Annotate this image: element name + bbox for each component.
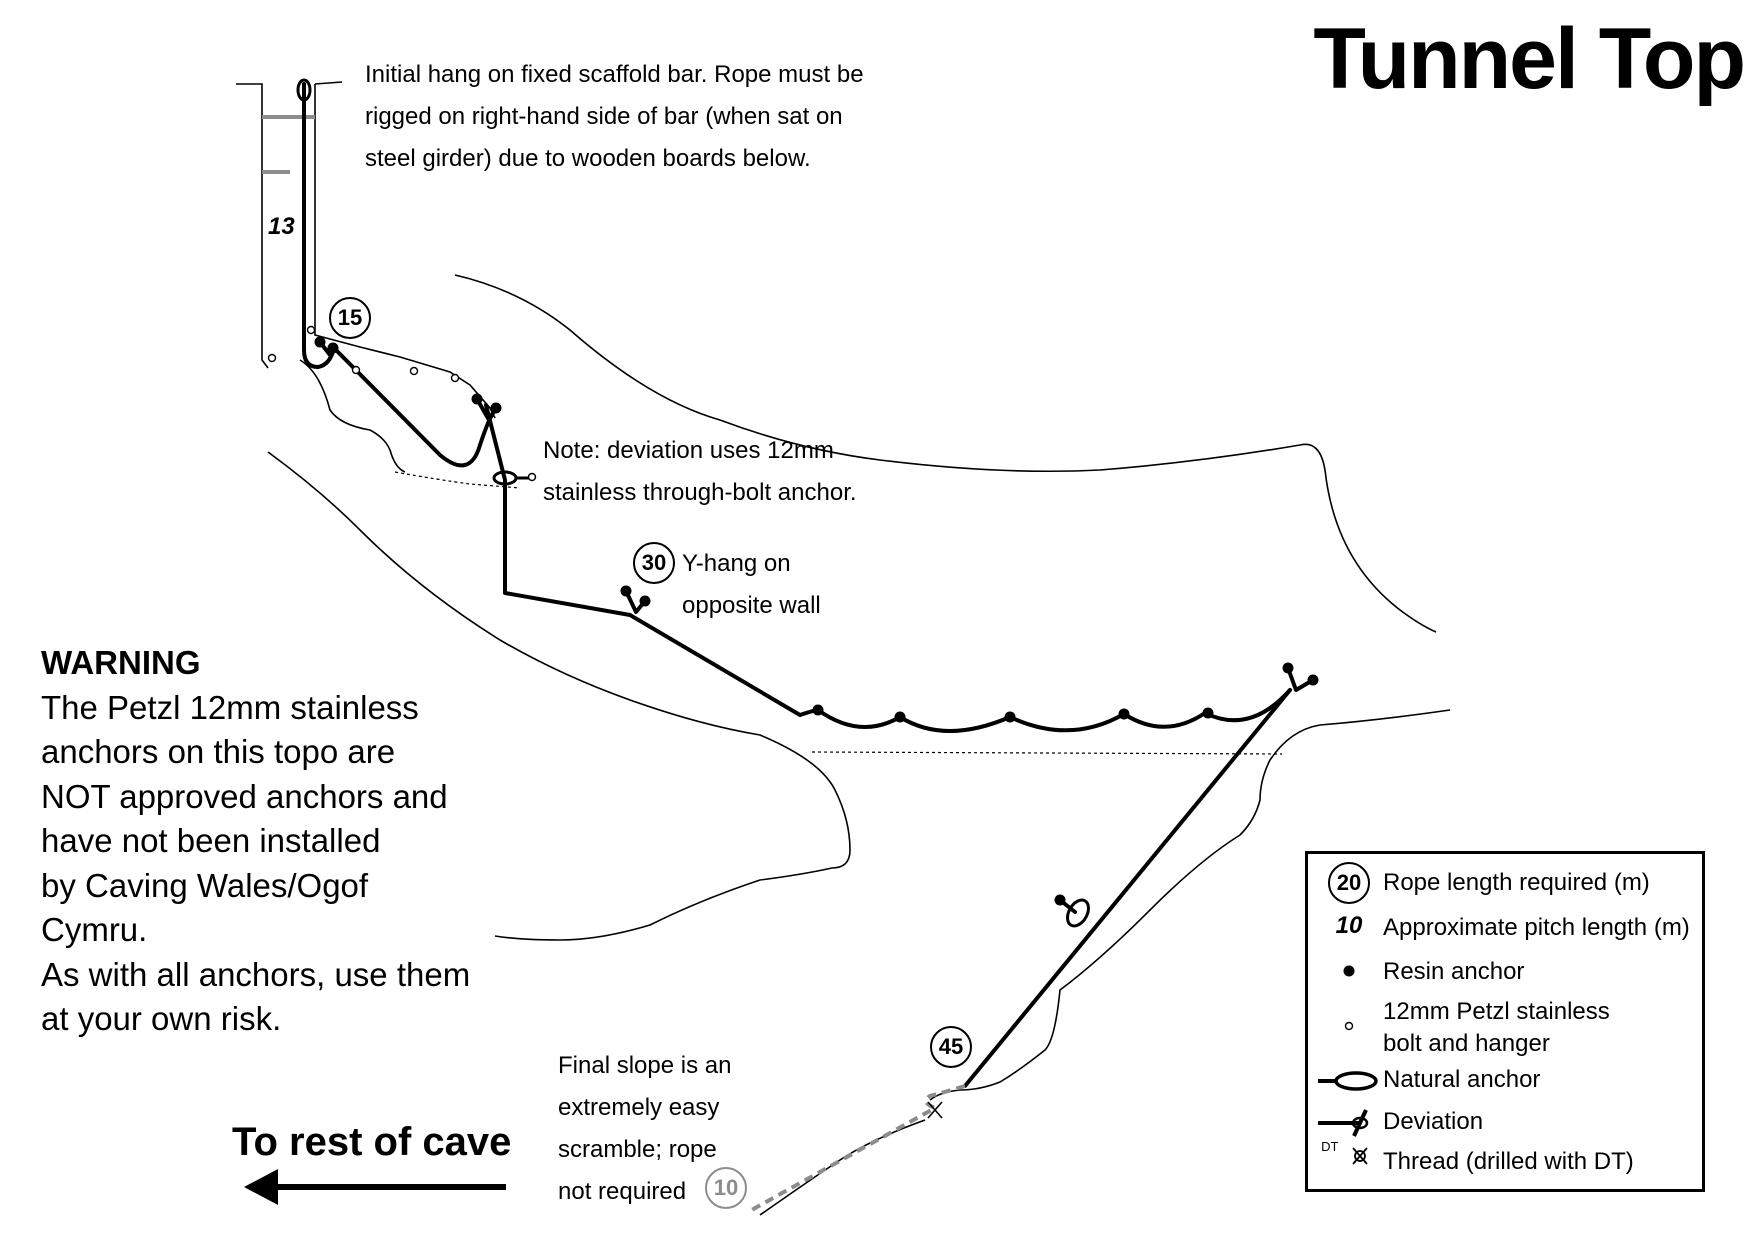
petzl-bolt xyxy=(409,366,419,376)
warning-line: The Petzl 12mm stainless xyxy=(41,688,419,726)
legend-rope-text: Rope length required (m) xyxy=(1383,869,1650,896)
note-line: Note: deviation uses 12mm xyxy=(543,437,834,464)
resin-anchor xyxy=(490,402,502,414)
petzl-bolt xyxy=(267,353,277,363)
no-rope-line xyxy=(747,1084,966,1214)
resin-anchor xyxy=(314,336,326,348)
warning-line: As with all anchors, use them xyxy=(41,955,471,993)
natural-anchor-lower xyxy=(1066,898,1090,928)
floor-edges xyxy=(394,471,1283,755)
resin-anchor xyxy=(620,585,632,597)
resin-anchor xyxy=(1004,711,1016,723)
warning-block: WARNING The Petzl 12mm stainless anchors… xyxy=(41,641,481,1042)
rope-deviation-drop xyxy=(484,403,632,617)
rope-traverse-y xyxy=(1286,666,1315,692)
resin-anchor xyxy=(1282,662,1294,674)
note-line: scramble; rope xyxy=(558,1136,717,1163)
petzl-bolt xyxy=(351,365,361,375)
thread-icon xyxy=(927,1101,943,1119)
upper-floor-edge xyxy=(394,471,521,489)
warning-line: NOT approved anchors and xyxy=(41,777,448,815)
legend-petzl-text-2: bolt and hanger xyxy=(1383,1030,1550,1057)
rope-length-30: 30 xyxy=(633,542,675,584)
rope-length-45: 45 xyxy=(930,1026,972,1068)
thread-icon xyxy=(1352,1147,1368,1165)
legend-pitch-example: 10 xyxy=(1335,912,1363,939)
rope-length-10: 10 xyxy=(705,1167,747,1209)
legend-natural-text: Natural anchor xyxy=(1383,1066,1541,1093)
note-y-hang: Y-hang on opposite wall xyxy=(682,543,821,627)
note-line: Initial hang on fixed scaffold bar. Rope… xyxy=(365,61,864,88)
rope-line xyxy=(302,82,1315,1088)
rope-ledge-to-deviation xyxy=(332,346,498,468)
legend-thread-text: Thread (drilled with DT) xyxy=(1383,1148,1634,1175)
slope-lower-wall xyxy=(759,1119,926,1216)
warning-line: anchors on this topo are xyxy=(41,733,396,770)
natural-anchors xyxy=(296,78,1090,928)
traverse-floor-edge xyxy=(811,751,1283,755)
note-line: Y-hang on xyxy=(682,550,791,577)
upper-right-wall xyxy=(454,274,1437,633)
note-line: not required xyxy=(558,1178,687,1205)
right-lower-wall xyxy=(929,709,1451,1101)
lower-left-wall xyxy=(267,451,851,941)
thread-dt-label: DT xyxy=(1321,1139,1339,1154)
resin-anchor xyxy=(1202,707,1214,719)
rope-to-traverse xyxy=(628,613,1292,733)
resin-anchor xyxy=(1118,708,1130,720)
legend-resin-text: Resin anchor xyxy=(1383,958,1525,985)
natural-anchor-icon xyxy=(1318,1071,1378,1091)
note-line: steel girder) due to wooden boards below… xyxy=(365,145,811,172)
resin-anchor xyxy=(327,342,339,354)
rope-shaft-drop xyxy=(302,82,336,369)
note-initial-hang: Initial hang on fixed scaffold bar. Rope… xyxy=(365,54,864,180)
ledge-under-wall xyxy=(299,359,406,473)
resin-anchor xyxy=(894,711,906,723)
warning-heading: WARNING xyxy=(41,644,201,681)
deviation-icon xyxy=(1318,1109,1369,1137)
final-slope-dashed xyxy=(747,1084,966,1214)
note-line: extremely easy xyxy=(558,1094,720,1121)
note-line: stainless through-bolt anchor. xyxy=(543,479,857,506)
note-line: Final slope is an xyxy=(558,1052,732,1079)
resin-anchor xyxy=(471,393,483,405)
shaft-left-wall xyxy=(236,83,269,369)
note-final-slope: Final slope is an extremely easy scrambl… xyxy=(558,1045,731,1213)
petzl-bolt xyxy=(527,472,537,482)
note-line: rigged on right-hand side of bar (when s… xyxy=(365,103,843,130)
warning-line: at your own risk. xyxy=(41,1000,282,1037)
natural-anchor-scaffold xyxy=(296,78,312,102)
rope-length-15: 15 xyxy=(329,297,371,339)
legend-rope-circle: 20 xyxy=(1328,862,1370,904)
to-rest-of-cave-label: To rest of cave xyxy=(232,1120,512,1164)
page-title: Tunnel Top xyxy=(1313,11,1746,107)
petzl-bolt xyxy=(306,325,316,335)
legend-petzl-text-1: 12mm Petzl stainless xyxy=(1383,998,1610,1025)
petzl-bolt-icon xyxy=(1344,1021,1354,1031)
petzl-bolts xyxy=(267,325,537,482)
warning-line: have not been installed xyxy=(41,822,381,859)
note-deviation: Note: deviation uses 12mm stainless thro… xyxy=(543,430,857,514)
cave-walls xyxy=(236,81,1451,1216)
resin-anchors xyxy=(314,336,1319,906)
warning-line: by Caving Wales/Ogof xyxy=(41,866,369,904)
thread-anchor xyxy=(927,1101,943,1119)
arrow-left-icon xyxy=(244,1169,506,1205)
note-line: opposite wall xyxy=(682,592,821,619)
legend: 20 Rope length required (m) 10 Approxima… xyxy=(1305,851,1705,1192)
resin-anchor-icon xyxy=(1343,965,1355,977)
resin-anchor xyxy=(812,704,824,716)
resin-anchor xyxy=(1054,894,1066,906)
rope-final-descent xyxy=(963,688,1292,1088)
legend-pitch-text: Approximate pitch length (m) xyxy=(1383,914,1690,941)
resin-anchor xyxy=(639,595,651,607)
resin-anchor xyxy=(1307,674,1319,686)
pitch-length-13: 13 xyxy=(268,213,295,240)
warning-line: Cymru. xyxy=(41,911,148,948)
legend-deviation-text: Deviation xyxy=(1383,1108,1484,1135)
scaffold-bars xyxy=(262,115,315,174)
petzl-bolt xyxy=(450,373,460,383)
